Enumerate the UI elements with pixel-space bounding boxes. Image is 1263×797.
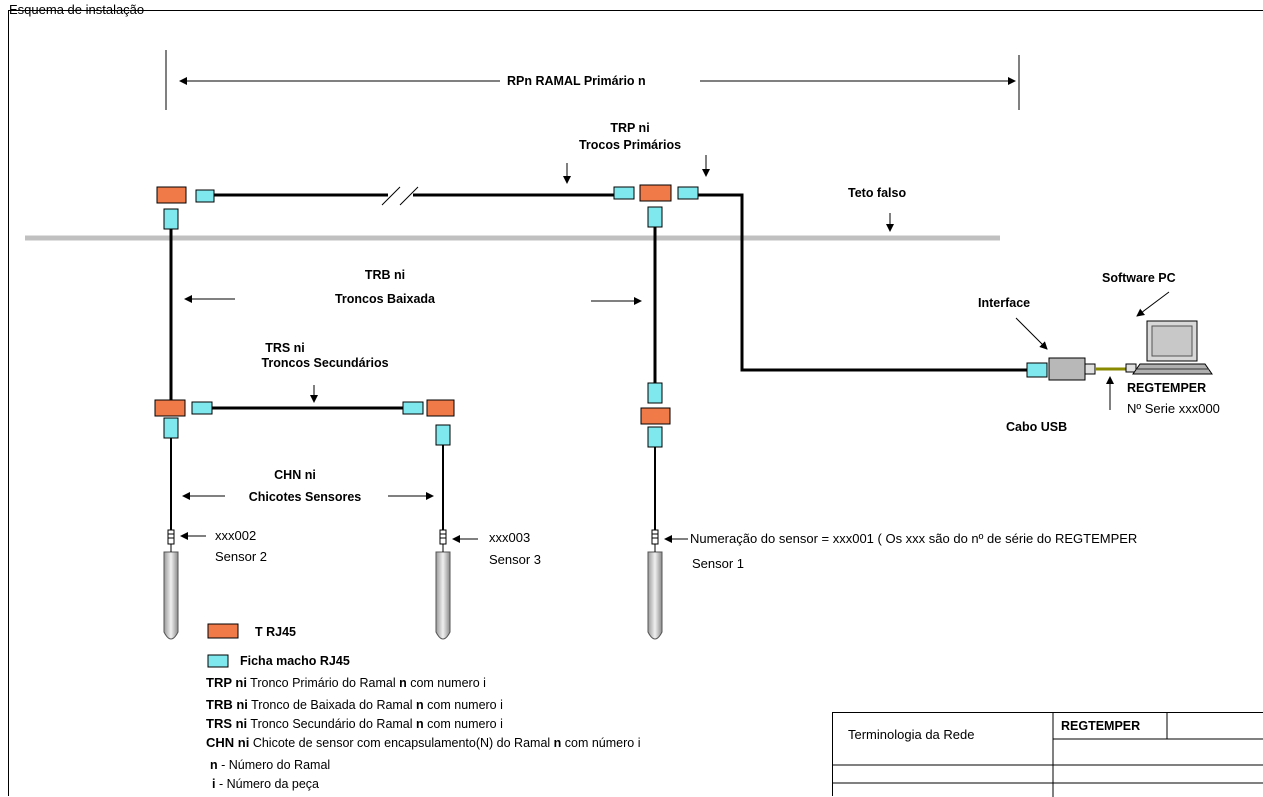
cabo-usb-label: Cabo USB — [1006, 420, 1068, 434]
legend-n: n — [416, 717, 424, 731]
male-plug — [647, 206, 663, 228]
ramal-primario-label: RPn RAMAL Primário n — [503, 74, 650, 88]
legend-n-definition: n - Número do Ramal — [210, 758, 330, 772]
legend-i-abbr: i — [212, 777, 216, 791]
legend-n-abbr: n — [210, 758, 218, 772]
legend-t-label: T RJ45 — [255, 625, 296, 639]
header-text: Esquema de instalação — [9, 2, 145, 17]
serial-number: Nº Serie xxx000 — [1127, 401, 1220, 416]
legend-item: CHN ni Chicote de sensor com encapsulame… — [206, 735, 641, 750]
break-mark-2 — [399, 186, 419, 206]
male-plug — [402, 401, 424, 415]
interface-trunk — [698, 193, 1027, 372]
teto-falso-label: Teto falso — [848, 186, 907, 200]
software-arrow — [1136, 291, 1170, 317]
male-plug — [163, 208, 179, 230]
legend-tail: com numero i — [406, 676, 486, 690]
trs-subtitle: Troncos Secundários — [261, 356, 389, 370]
interface-box — [1048, 357, 1086, 381]
male-plug — [195, 189, 215, 203]
legend-abbr: TRP ni — [206, 675, 247, 690]
male-plug — [647, 382, 663, 404]
sensor3-id: xxx003 — [489, 530, 531, 545]
legend-item: TRP ni Tronco Primário do Ramal n com nu… — [206, 675, 486, 690]
legend-abbr: TRS ni — [206, 716, 248, 731]
sensor-probe — [163, 529, 179, 640]
chn-title: CHN ni — [274, 468, 316, 482]
sensor3-name: Sensor 3 — [489, 552, 542, 567]
legend-abbr: CHN ni — [206, 735, 250, 750]
trs-title: TRS ni — [265, 341, 305, 355]
trb-subtitle: Troncos Baixada — [334, 292, 436, 306]
sensor-probe — [647, 529, 663, 640]
title-block-product: REGTEMPER — [1061, 719, 1141, 733]
interface-arrow — [1015, 317, 1048, 350]
sensor-probe — [435, 529, 451, 640]
legend-plug-label: Ficha macho RJ45 — [240, 654, 350, 668]
regtemper-label: REGTEMPER — [1127, 381, 1207, 395]
legend-n: n — [399, 676, 407, 690]
sensor1-note: Numeração do sensor = xxx001 ( Os xxx sã… — [690, 531, 1138, 546]
male-plug — [613, 186, 635, 200]
t-connector — [154, 399, 186, 417]
legend-text: Chicote de sensor com encapsulamento(N) … — [249, 736, 554, 750]
software-pc-label: Software PC — [1102, 271, 1176, 285]
trb-title: TRB ni — [364, 268, 406, 282]
interface-label: Interface — [978, 296, 1031, 310]
male-plug — [435, 424, 451, 446]
legend-text: Tronco Secundário do Ramal — [247, 717, 417, 731]
chn-subtitle: Chicotes Sensores — [248, 490, 362, 504]
male-plug — [677, 186, 699, 200]
legend-n: n — [553, 736, 562, 750]
title-block-name: Terminologia da Rede — [848, 727, 975, 742]
legend-i-text: - Número da peça — [215, 777, 320, 791]
legend-plug-swatch — [207, 654, 229, 668]
male-plug — [647, 426, 663, 448]
title-block-grid — [833, 713, 1263, 797]
t-connector — [426, 399, 455, 417]
break-mark-1 — [381, 186, 401, 206]
legend-i-definition: i - Número da peça — [212, 777, 319, 791]
legend-item: TRB ni Tronco de Baixada do Ramal n com … — [206, 697, 503, 712]
t-connector — [640, 407, 671, 425]
legend-tail: com número i — [561, 736, 641, 750]
legend-abbr: TRB ni — [206, 697, 248, 712]
legend-n-text: - Número do Ramal — [217, 758, 331, 772]
male-plug — [1026, 362, 1048, 378]
title-block: Terminologia da Rede REGTEMPER — [832, 712, 1263, 797]
male-plug — [191, 401, 213, 415]
legend-n: n — [416, 698, 424, 712]
sensor2-name: Sensor 2 — [215, 549, 268, 564]
legend-text: Tronco Primário do Ramal — [246, 676, 400, 690]
legend-tail: com numero i — [423, 698, 503, 712]
legend-item: TRS ni Tronco Secundário do Ramal n com … — [206, 716, 503, 731]
usb-plug — [1084, 363, 1096, 375]
trp-title: TRP ni — [610, 121, 650, 135]
t-connector — [156, 186, 187, 204]
legend-text: Tronco de Baixada do Ramal — [247, 698, 417, 712]
legend-t-swatch — [207, 623, 239, 639]
usb-plug — [1125, 363, 1137, 373]
computer-icon — [1132, 320, 1213, 375]
trp-subtitle: Trocos Primários — [578, 138, 682, 152]
drawing-frame: Esquema de instalação — [8, 2, 1263, 796]
legend-tail: com numero i — [423, 717, 503, 731]
t-connector — [639, 184, 672, 202]
sensor1-name: Sensor 1 — [692, 556, 745, 571]
male-plug — [163, 417, 179, 439]
sensor2-id: xxx002 — [215, 528, 257, 543]
